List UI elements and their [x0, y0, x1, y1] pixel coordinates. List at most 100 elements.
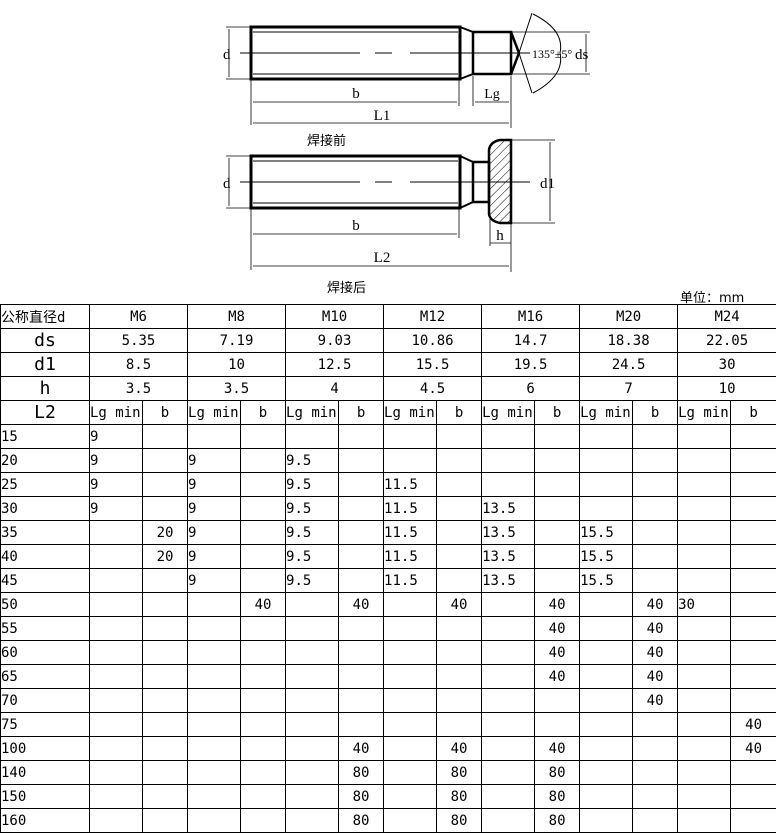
lg-min-cell: 9 [89, 472, 143, 497]
b-cell [338, 424, 385, 449]
subheader-lg-min: Lg min [89, 400, 143, 425]
b-cell [632, 808, 679, 833]
b-cell [632, 568, 679, 593]
h-cell: 4 [285, 376, 385, 401]
spec-table-body: 公称直径d M6 M8 M10 M12 M16 M20 M24 ds 5.35 … [0, 304, 776, 833]
h-cell: 3.5 [88, 376, 189, 401]
lg-min-cell [187, 760, 242, 785]
b-cell [240, 712, 287, 737]
lg-min-cell [677, 616, 732, 641]
lg-min-cell [383, 712, 438, 737]
l2-length-cell: 35 [0, 520, 90, 545]
b-cell [141, 448, 189, 473]
lg-min-cell [481, 592, 536, 617]
label-d-before: d [223, 47, 231, 63]
b-cell [338, 568, 385, 593]
b-cell [436, 520, 483, 545]
row-d1: d1 8.5 10 12.5 15.5 19.5 24.5 30 [0, 352, 776, 377]
lg-min-cell: 9.5 [285, 448, 340, 473]
b-cell [436, 424, 483, 449]
stud-drawings: d b L1 Lg 135°±5° ds [0, 0, 776, 300]
b-cell [141, 496, 189, 521]
lg-min-cell [187, 712, 242, 737]
l2-length-cell: 65 [0, 664, 90, 689]
b-cell [240, 736, 287, 761]
b-cell [240, 448, 287, 473]
lg-min-cell: 13.5 [481, 544, 536, 569]
b-cell [141, 592, 189, 617]
lg-min-cell [89, 736, 143, 761]
h-cell: 7 [579, 376, 679, 401]
b-cell [240, 760, 287, 785]
lg-min-cell [89, 520, 143, 545]
b-cell [632, 424, 679, 449]
h-cell: 4.5 [383, 376, 483, 401]
lg-min-cell: 9 [187, 448, 242, 473]
b-cell: 80 [534, 808, 581, 833]
row-label-d1: d1 [0, 352, 90, 377]
b-cell [534, 520, 581, 545]
lg-min-cell [481, 784, 536, 809]
ds-cell: 5.35 [88, 328, 189, 353]
l2-length-cell: 70 [0, 688, 90, 713]
lg-min-cell [89, 760, 143, 785]
b-cell [338, 448, 385, 473]
lg-min-cell [383, 760, 438, 785]
lg-min-cell [285, 424, 340, 449]
lg-min-cell [89, 640, 143, 665]
lg-min-cell: 9 [89, 448, 143, 473]
lg-min-cell [89, 592, 143, 617]
lg-min-cell [677, 784, 732, 809]
b-cell [338, 640, 385, 665]
b-cell [436, 496, 483, 521]
lg-min-cell [89, 616, 143, 641]
b-cell: 40 [534, 592, 581, 617]
b-cell [632, 784, 679, 809]
subheader-b: b [338, 400, 385, 425]
lg-min-cell [481, 640, 536, 665]
b-cell [534, 544, 581, 569]
lg-min-cell: 9.5 [285, 496, 340, 521]
b-cell: 80 [436, 784, 483, 809]
row-label-ds: ds [0, 328, 90, 353]
lg-min-cell: 13.5 [481, 520, 536, 545]
lg-min-cell [383, 424, 438, 449]
b-cell: 40 [534, 640, 581, 665]
b-cell: 80 [534, 784, 581, 809]
b-cell: 40 [436, 736, 483, 761]
lg-min-cell [677, 664, 732, 689]
lg-min-cell: 9 [187, 544, 242, 569]
b-cell: 80 [338, 808, 385, 833]
b-cell: 20 [141, 544, 189, 569]
lg-min-cell [481, 424, 536, 449]
lg-min-cell [579, 640, 634, 665]
label-ds: ds [575, 47, 589, 63]
after-welding-drawing: d b L2 d1 h [223, 138, 555, 272]
lg-min-cell [579, 616, 634, 641]
l2-length-cell: 20 [0, 448, 90, 473]
b-cell: 80 [436, 808, 483, 833]
lg-min-cell: 9.5 [285, 472, 340, 497]
stud-drawing-svg: d b L1 Lg 135°±5° ds [223, 12, 590, 272]
b-cell [730, 424, 776, 449]
lg-min-cell: 30 [677, 592, 732, 617]
b-cell [240, 664, 287, 689]
b-cell [730, 472, 776, 497]
b-cell [141, 616, 189, 641]
row-size: 公称直径d M6 M8 M10 M12 M16 M20 M24 [0, 304, 776, 329]
b-cell: 80 [534, 760, 581, 785]
spec-table: 公称直径d M6 M8 M10 M12 M16 M20 M24 ds 5.35 … [0, 304, 776, 833]
b-cell [141, 472, 189, 497]
lg-min-cell [187, 808, 242, 833]
b-cell [534, 424, 581, 449]
lg-min-cell [677, 544, 732, 569]
b-cell [436, 616, 483, 641]
b-cell: 40 [436, 592, 483, 617]
